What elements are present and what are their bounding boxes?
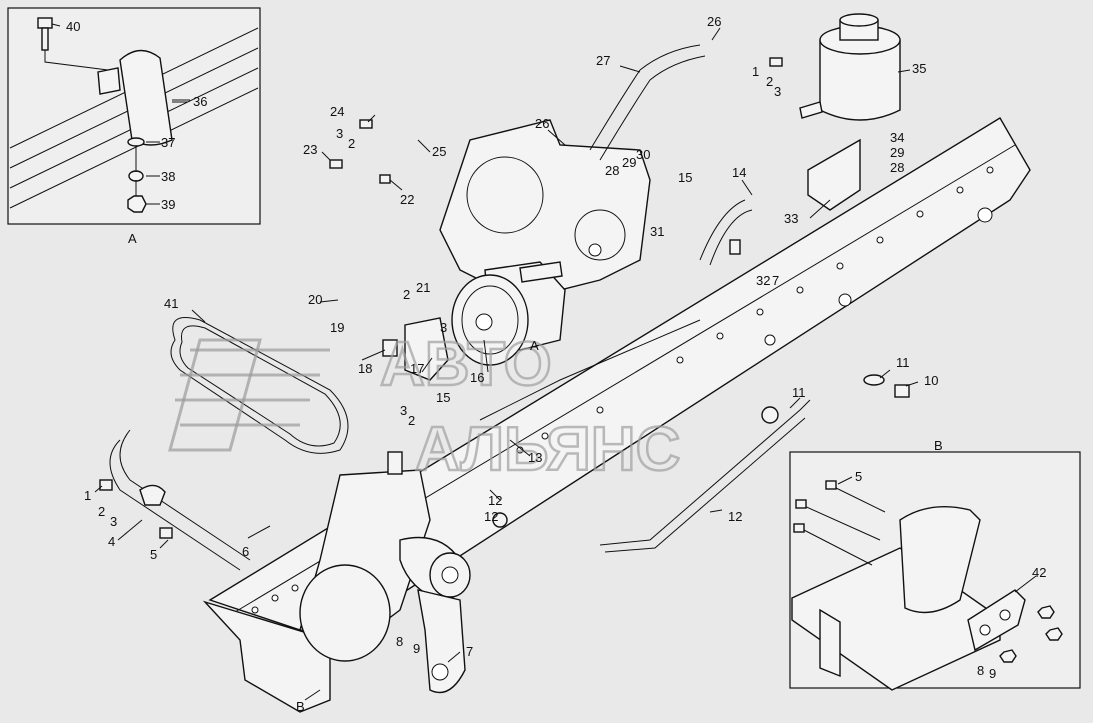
callout-5-left: 5 <box>150 547 157 562</box>
callout-40: 40 <box>66 19 80 34</box>
watermark-logo <box>168 338 330 452</box>
fasteners <box>99 57 910 539</box>
callout-39: 39 <box>161 197 175 212</box>
callout-2-mid: 2 <box>403 287 410 302</box>
callout-3-top: 3 <box>774 84 781 99</box>
callout-3-mid: 3 <box>440 320 447 335</box>
callout-3-bottom: 3 <box>110 514 117 529</box>
view-marker-a: A <box>530 338 539 353</box>
callout-12-right: 12 <box>728 509 742 524</box>
callout-7-mid: 7 <box>772 273 779 288</box>
inset-a <box>7 7 261 225</box>
callout-5-right: 5 <box>855 469 862 484</box>
callout-23: 23 <box>303 142 317 157</box>
callout-7-bottom: 7 <box>466 644 473 659</box>
callout-34: 34 <box>890 130 904 145</box>
hoses <box>109 44 811 571</box>
inset-a-label: A <box>128 231 137 246</box>
callout-27: 27 <box>596 53 610 68</box>
callout-14: 14 <box>732 165 746 180</box>
callout-26-mid: 26 <box>535 116 549 131</box>
callout-11-mid: 11 <box>792 385 806 400</box>
callout-26-top: 26 <box>707 14 721 29</box>
callout-11-right: 11 <box>896 355 910 370</box>
inset-b-label: B <box>934 438 943 453</box>
steering-gear <box>299 451 471 694</box>
callout-labels: 40 36 37 38 39 A 26 27 26 35 1 2 3 24 23… <box>66 14 1046 714</box>
callout-2-lower: 2 <box>408 413 415 428</box>
callout-15-mid: 15 <box>436 390 450 405</box>
callout-21: 21 <box>416 280 430 295</box>
callout-20: 20 <box>308 292 322 307</box>
callout-30: 30 <box>636 147 650 162</box>
callout-3-left: 3 <box>336 126 343 141</box>
callout-35: 35 <box>912 61 926 76</box>
callout-1-left: 1 <box>84 488 91 503</box>
watermark-line2: АЛЬЯНС <box>415 415 680 484</box>
callout-2-top: 2 <box>766 74 773 89</box>
callout-25: 25 <box>432 144 446 159</box>
callout-12-left: 12 <box>488 493 502 508</box>
callout-12-left2: 12 <box>484 509 498 524</box>
callout-28: 28 <box>605 163 619 178</box>
callout-16: 16 <box>470 370 484 385</box>
callout-29-right: 29 <box>890 145 904 160</box>
callout-2-bottom: 2 <box>98 504 105 519</box>
callout-2-left: 2 <box>348 136 355 151</box>
bracket-33 <box>807 138 861 211</box>
callout-22: 22 <box>400 192 414 207</box>
callout-3-lower: 3 <box>400 403 407 418</box>
callout-8-left: 8 <box>396 634 403 649</box>
inset-b <box>789 451 1081 691</box>
callout-33: 33 <box>784 211 798 226</box>
callout-32: 32 <box>756 273 770 288</box>
callout-19: 19 <box>330 320 344 335</box>
callout-36: 36 <box>193 94 207 109</box>
callout-31: 31 <box>650 224 664 239</box>
callout-42: 42 <box>1032 565 1046 580</box>
drive-belt <box>170 317 349 454</box>
leader-lines <box>51 23 1037 701</box>
callout-41: 41 <box>164 296 178 311</box>
callout-9-left: 9 <box>413 641 420 656</box>
callout-15-top: 15 <box>678 170 692 185</box>
steering-pump <box>451 261 566 366</box>
oil-reservoir <box>799 13 901 121</box>
callout-4: 4 <box>108 534 115 549</box>
callout-17: 17 <box>410 361 424 376</box>
callout-10: 10 <box>924 373 938 388</box>
callout-1-top: 1 <box>752 64 759 79</box>
callout-28-right: 28 <box>890 160 904 175</box>
callout-9-right: 9 <box>989 666 996 681</box>
callout-8-right: 8 <box>977 663 984 678</box>
callout-37: 37 <box>161 135 175 150</box>
callout-13: 13 <box>528 450 542 465</box>
callout-6: 6 <box>242 544 249 559</box>
view-marker-b: B <box>296 699 305 714</box>
watermark-line1: АВТО <box>380 330 552 399</box>
callout-38: 38 <box>161 169 175 184</box>
callout-29: 29 <box>622 155 636 170</box>
callout-24: 24 <box>330 104 344 119</box>
callout-18: 18 <box>358 361 372 376</box>
